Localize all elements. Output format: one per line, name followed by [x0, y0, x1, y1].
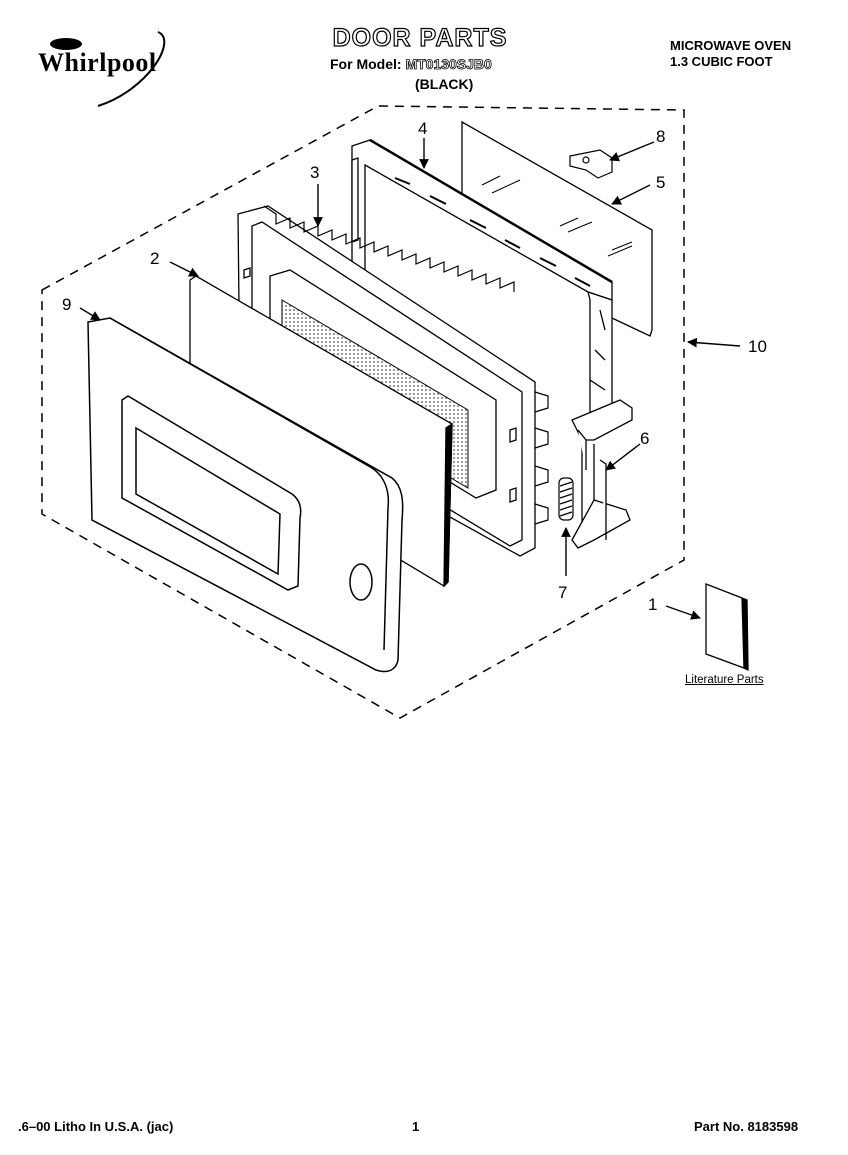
part-4-frame — [351, 138, 613, 426]
callout-6: 6 — [640, 429, 649, 448]
footer-litho: .6–00 Litho In U.S.A. (jac) — [18, 1119, 174, 1134]
model-prefix: For Model: — [330, 56, 402, 72]
part-7-spring — [558, 477, 574, 521]
callout-1: 1 — [648, 595, 657, 614]
callout-2: 2 — [150, 249, 159, 268]
part-1-literature — [705, 583, 749, 672]
callout-3: 3 — [310, 163, 319, 182]
model-line: For Model: MT0130SJB0 — [330, 56, 492, 73]
assembly-boundary — [41, 105, 685, 719]
model-color: (BLACK) — [415, 76, 474, 92]
product-description: MICROWAVE OVEN 1.3 CUBIC FOOT — [670, 38, 791, 70]
footer-part-number: Part No. 8183598 — [694, 1119, 799, 1134]
callout-5: 5 — [656, 173, 665, 192]
product-line-2: 1.3 CUBIC FOOT — [670, 54, 773, 69]
whirlpool-logo: Whirlpool — [38, 30, 188, 110]
model-number: MT0130SJB0 — [405, 56, 492, 73]
footer-page-number: 1 — [412, 1119, 420, 1134]
part-8-clip — [569, 149, 613, 179]
page-title: DOOR PARTS — [332, 23, 508, 52]
part-9-outer-door — [87, 317, 404, 673]
logo-swoosh-icon — [50, 31, 166, 107]
callout-8: 8 — [656, 127, 665, 146]
brand-name: Whirlpool — [38, 48, 157, 77]
literature-parts-label: Literature Parts — [685, 674, 764, 686]
callout-4: 4 — [418, 119, 427, 138]
callout-10: 10 — [748, 337, 767, 356]
product-line-1: MICROWAVE OVEN — [670, 38, 792, 53]
part-6-latch — [571, 399, 633, 549]
callout-7: 7 — [558, 583, 567, 602]
callout-9: 9 — [62, 295, 71, 314]
leader-lines — [79, 138, 741, 620]
